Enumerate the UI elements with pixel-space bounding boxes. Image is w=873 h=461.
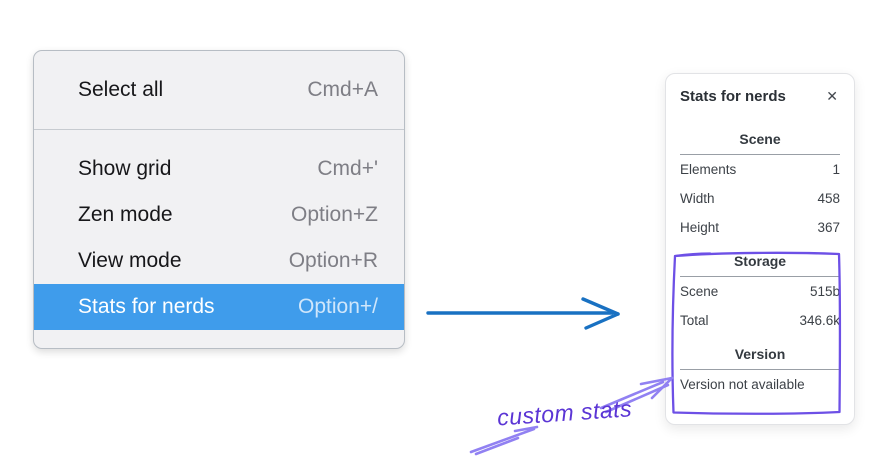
context-menu: Select all Cmd+A Show grid Cmd+' Zen mod… — [33, 50, 405, 349]
menu-item-shortcut: Cmd+A — [307, 78, 378, 101]
menu-item-label: View mode — [78, 249, 182, 272]
close-icon[interactable]: ✕ — [826, 88, 838, 104]
stats-section-version: Version Version not available — [680, 345, 840, 399]
menu-item-shortcut: Option+R — [288, 249, 378, 272]
stat-label: Width — [680, 191, 715, 206]
stats-section-header: Storage — [733, 253, 787, 269]
stats-section-header: Version — [734, 346, 786, 362]
menu-item-label: Show grid — [78, 157, 172, 180]
stat-row-height: Height 367 — [680, 213, 840, 242]
stats-panel-title: Stats for nerds — [680, 87, 786, 105]
stat-label: Total — [680, 313, 709, 328]
menu-item-shortcut: Cmd+' — [317, 157, 378, 180]
pointer-arrow — [426, 297, 620, 330]
stat-row-total-size: Total 346.6k — [680, 306, 840, 335]
menu-item-label: Stats for nerds — [78, 295, 215, 318]
stats-section-storage: Storage Scene 515b Total 346.6k — [680, 252, 840, 335]
section-divider — [680, 154, 840, 155]
stats-panel: Stats for nerds ✕ Scene Elements 1 Width… — [665, 73, 855, 425]
stats-section-header: Scene — [739, 131, 781, 147]
menu-item-show-grid[interactable]: Show grid Cmd+' — [34, 146, 404, 192]
menu-item-view-mode[interactable]: View mode Option+R — [34, 238, 404, 284]
version-note: Version not available — [680, 377, 805, 392]
menu-item-select-all[interactable]: Select all Cmd+A — [34, 67, 404, 113]
stat-row-elements: Elements 1 — [680, 155, 840, 184]
stat-value: 515b — [809, 284, 840, 299]
menu-item-shortcut: Option+/ — [298, 295, 378, 318]
stat-row-width: Width 458 — [680, 184, 840, 213]
stat-row-scene-size: Scene 515b — [680, 277, 840, 306]
stat-label: Scene — [680, 284, 719, 299]
menu-item-shortcut: Option+Z — [291, 203, 378, 226]
stat-label: Height — [680, 220, 720, 235]
stats-section-scene: Scene Elements 1 Width 458 Height 367 — [680, 130, 840, 242]
stat-label: Elements — [680, 162, 737, 177]
context-menu-section-bottom: Show grid Cmd+' Zen mode Option+Z View m… — [34, 130, 404, 348]
menu-item-label: Select all — [78, 78, 164, 101]
stat-value: 367 — [817, 220, 840, 235]
custom-stats-annotation: custom stats — [496, 395, 633, 431]
stat-value: 458 — [817, 191, 840, 206]
menu-item-stats-for-nerds[interactable]: Stats for nerds Option+/ — [34, 284, 404, 330]
menu-divider — [34, 129, 404, 130]
stat-value: 346.6k — [799, 313, 840, 328]
stat-value: 1 — [832, 162, 840, 177]
stats-panel-header: Stats for nerds ✕ — [680, 86, 840, 106]
menu-item-zen-mode[interactable]: Zen mode Option+Z — [34, 192, 404, 238]
context-menu-section-top: Select all Cmd+A — [34, 51, 404, 129]
menu-item-label: Zen mode — [78, 203, 173, 226]
